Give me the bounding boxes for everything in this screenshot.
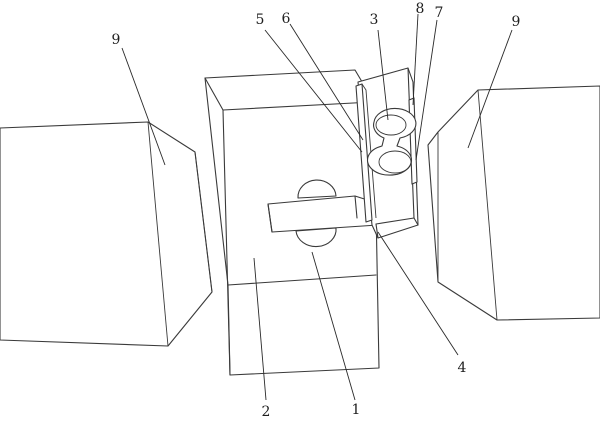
- right-cylinder: [427, 85, 600, 321]
- label-part-1: 1: [352, 402, 361, 418]
- label-part-9-right: 9: [512, 14, 521, 30]
- label-part-4: 4: [458, 360, 467, 376]
- thin-plate: [355, 83, 377, 223]
- label-part-6: 6: [282, 11, 291, 27]
- left-cylinder: [0, 121, 213, 347]
- label-part-9-left: 9: [112, 32, 121, 48]
- label-part-3: 3: [370, 12, 379, 28]
- label-part-5: 5: [256, 12, 265, 28]
- figure-eight-hole: [366, 107, 417, 176]
- label-part-8: 8: [416, 1, 425, 17]
- label-part-7: 7: [435, 5, 444, 21]
- slider-bar: [267, 179, 381, 248]
- leader-lines: [121, 13, 513, 401]
- label-part-2: 2: [262, 404, 271, 420]
- part-labels: 9 9 3 8 7 5 6 4 2 1: [112, 1, 521, 420]
